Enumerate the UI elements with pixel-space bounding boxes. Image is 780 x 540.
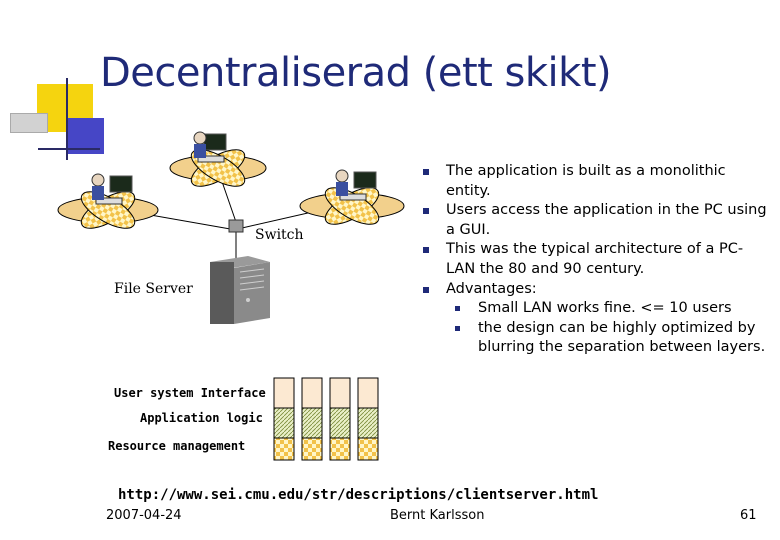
workstation-top-icon xyxy=(169,131,267,187)
sub-bullet-text: the design can be highly optimized by bl… xyxy=(478,319,766,356)
layer-label-resource: Resource management xyxy=(108,439,246,453)
switch-label: Switch xyxy=(255,227,304,243)
bullet-marker-icon xyxy=(455,306,460,312)
bullet-item: This was the typical architecture of a P… xyxy=(420,240,770,279)
bullet-text: Users access the application in the PC u… xyxy=(446,202,767,238)
workstation-left-icon xyxy=(57,173,159,229)
footer-date: 2007-04-24 xyxy=(106,508,182,523)
layer-column-3 xyxy=(329,377,351,461)
bullet-text: This was the typical architecture of a P… xyxy=(446,241,744,277)
layer-column-4 xyxy=(357,377,379,461)
workstation-right-icon xyxy=(299,169,405,225)
bullet-item: Users access the application in the PC u… xyxy=(420,201,770,240)
bullet-marker-icon xyxy=(455,325,460,331)
page-number: 61 xyxy=(740,508,757,523)
switch-icon xyxy=(228,219,244,233)
layer-label-ui: User system Interface xyxy=(114,386,266,400)
layer-stacks xyxy=(273,377,379,461)
bullet-text: Advantages: xyxy=(446,280,537,297)
bullet-marker-icon xyxy=(423,286,429,293)
decor-vertical-line xyxy=(66,78,68,160)
file-server-label: File Server xyxy=(114,281,193,297)
bullet-item: Advantages: xyxy=(420,280,770,300)
footer-author: Bernt Karlsson xyxy=(390,508,485,523)
layer-column-2 xyxy=(301,377,323,461)
decor-horizontal-line xyxy=(38,148,100,150)
sub-bullet-text: Small LAN works fine. <= 10 users xyxy=(478,300,732,317)
decor-gray-square xyxy=(10,113,48,133)
bullet-marker-icon xyxy=(423,169,429,175)
sub-bullet-item: Small LAN works fine. <= 10 users xyxy=(420,299,770,319)
bullet-marker-icon xyxy=(423,247,429,254)
bullet-marker-icon xyxy=(423,208,429,215)
bullet-list: The application is built as a monolithic… xyxy=(420,162,770,358)
layer-column-1 xyxy=(273,377,295,461)
bullet-text: The application is built as a monolithic… xyxy=(446,163,726,199)
layer-label-logic: Application logic xyxy=(140,411,263,425)
bullet-item: The application is built as a monolithic… xyxy=(420,162,770,201)
source-url: http://www.sei.cmu.edu/str/descriptions/… xyxy=(118,487,599,503)
sub-bullet-item: the design can be highly optimized by bl… xyxy=(420,319,770,358)
page-title: Decentraliserad (ett skikt) xyxy=(100,50,612,96)
file-server-icon xyxy=(210,256,270,324)
